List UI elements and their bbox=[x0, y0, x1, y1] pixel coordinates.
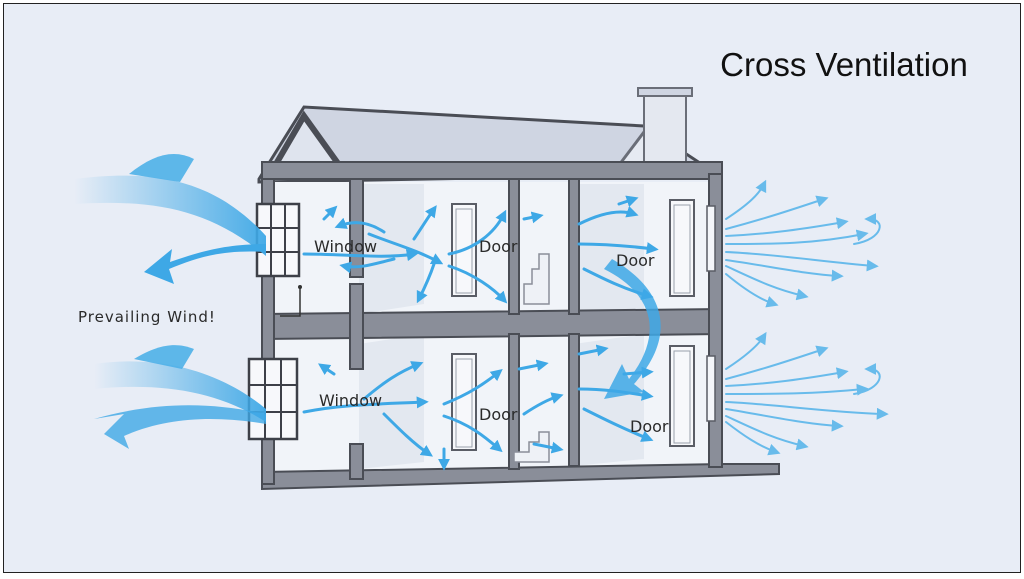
stairs-lower bbox=[513, 431, 550, 463]
outgoing-wind bbox=[725, 179, 889, 456]
cross-ventilation-diagram: Cross Ventilation Prevailing Wind! Windo… bbox=[3, 3, 1021, 573]
door-upper-right bbox=[669, 199, 695, 297]
door-upper-right-label: Door bbox=[616, 251, 655, 270]
window-upper-label: Window bbox=[314, 237, 377, 256]
prevailing-wind-label: Prevailing Wind! bbox=[78, 308, 216, 326]
house bbox=[247, 87, 780, 491]
house-airflow-illustration: Cross Ventilation Prevailing Wind! Windo… bbox=[74, 46, 968, 491]
stairwell-airflow bbox=[604, 259, 661, 399]
middle-wall-lower bbox=[508, 333, 520, 470]
door-upper-middle-label: Door bbox=[479, 237, 518, 256]
top-beam bbox=[261, 161, 723, 180]
interior-airflow bbox=[302, 195, 659, 471]
middle-wall-upper bbox=[508, 178, 520, 315]
ground-floor bbox=[261, 463, 780, 491]
window-lower-label: Window bbox=[319, 391, 382, 410]
door-lower-middle-label: Door bbox=[479, 405, 518, 424]
diagram-title: Cross Ventilation bbox=[720, 46, 968, 83]
door-lower-middle bbox=[451, 353, 477, 451]
chimney bbox=[643, 91, 687, 171]
door-lower-right-label: Door bbox=[630, 417, 669, 436]
stairs-upper bbox=[523, 253, 550, 305]
window-upper-left bbox=[255, 202, 301, 278]
window-lower-left bbox=[247, 357, 299, 441]
door-lower-right bbox=[669, 345, 695, 447]
incoming-wind bbox=[74, 154, 266, 449]
